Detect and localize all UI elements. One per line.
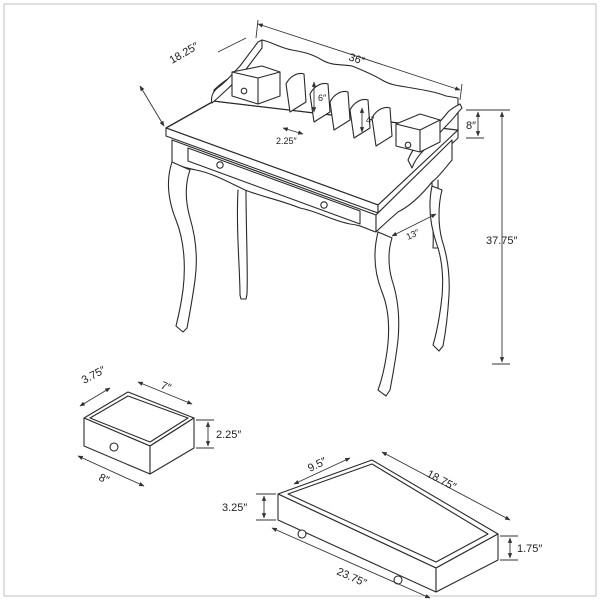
large-drawer: 9.5″ 18.75″ 3.25″ 1.75″ 23.75″ bbox=[222, 451, 542, 599]
small-drawer-front-label: 8″ bbox=[97, 472, 111, 487]
desk-height-label: 37.75″ bbox=[486, 235, 518, 247]
large-drawer-front-label: 23.75″ bbox=[335, 566, 369, 590]
large-drawer-height-label: 3.25″ bbox=[222, 502, 247, 514]
front-right-leg bbox=[374, 231, 400, 397]
small-drawer-inner-rim bbox=[89, 395, 189, 443]
drawer-knob-left bbox=[216, 161, 224, 169]
small-drawer-side bbox=[149, 417, 195, 475]
hutch-left-drawer-knob bbox=[240, 87, 248, 95]
desk-width-label: 36″ bbox=[347, 51, 366, 67]
dim-line-large-inner-width bbox=[381, 451, 511, 521]
dim-line-knee-depth bbox=[391, 213, 437, 237]
desk-side-apron bbox=[375, 139, 453, 233]
divider-gap-label: 4″ bbox=[366, 115, 375, 125]
hutch-left-drawer-box bbox=[231, 65, 281, 105]
right-rear-leg bbox=[429, 185, 450, 352]
dim-line-large-depth bbox=[293, 457, 351, 485]
knee-depth-label: 13″ bbox=[405, 227, 422, 242]
large-drawer-side bbox=[435, 533, 499, 593]
large-drawer-knob-left bbox=[297, 529, 307, 539]
hutch-dividers bbox=[285, 72, 393, 147]
dim-ext-width-right bbox=[459, 83, 463, 101]
divider-spacing-label: 2.25″ bbox=[276, 136, 298, 146]
dim-line-divider-spacing bbox=[282, 127, 304, 135]
small-drawer-height-label: 2.25″ bbox=[216, 429, 241, 441]
small-drawer-width-label: 7″ bbox=[159, 380, 173, 395]
hutch-height-label: 8″ bbox=[466, 120, 476, 132]
large-drawer-depth-label: 9.5″ bbox=[306, 455, 329, 474]
small-drawer-knob bbox=[109, 442, 119, 452]
large-drawer-inner-height-label: 1.75″ bbox=[517, 543, 542, 555]
desk-depth-label: 18.25″ bbox=[168, 40, 201, 66]
dim-line-width bbox=[257, 23, 461, 91]
dim-ext-width-left bbox=[255, 19, 259, 39]
desktop-side-edge bbox=[377, 129, 459, 214]
dim-line-depth-upper bbox=[217, 37, 247, 53]
divider-5 bbox=[371, 106, 393, 147]
small-drawer-depth-label: 3.75″ bbox=[80, 364, 108, 387]
large-drawer-inner-width-label: 18.75″ bbox=[425, 468, 458, 493]
hutch-right-drawer-knob bbox=[404, 141, 412, 149]
drawer-knob-right bbox=[320, 201, 328, 209]
back-left-leg bbox=[236, 189, 248, 300]
dim-line-small-front bbox=[77, 455, 145, 487]
dim-line-depth-lower bbox=[139, 85, 165, 127]
divider-height-label: 6″ bbox=[318, 93, 327, 103]
divider-3 bbox=[329, 90, 351, 131]
small-drawer: 3.75″ 7″ 2.25″ 8″ bbox=[77, 364, 241, 487]
dim-line-small-width bbox=[137, 381, 193, 405]
desk-center-drawer bbox=[187, 147, 361, 225]
front-left-leg bbox=[167, 161, 197, 333]
dim-line-small-depth bbox=[79, 387, 111, 407]
dim-line-large-front bbox=[271, 527, 431, 599]
writing-desk: 36″ 18.25″ 8″ 37.75″ 13″ 6″ 4″ 2.25″ bbox=[139, 19, 518, 397]
